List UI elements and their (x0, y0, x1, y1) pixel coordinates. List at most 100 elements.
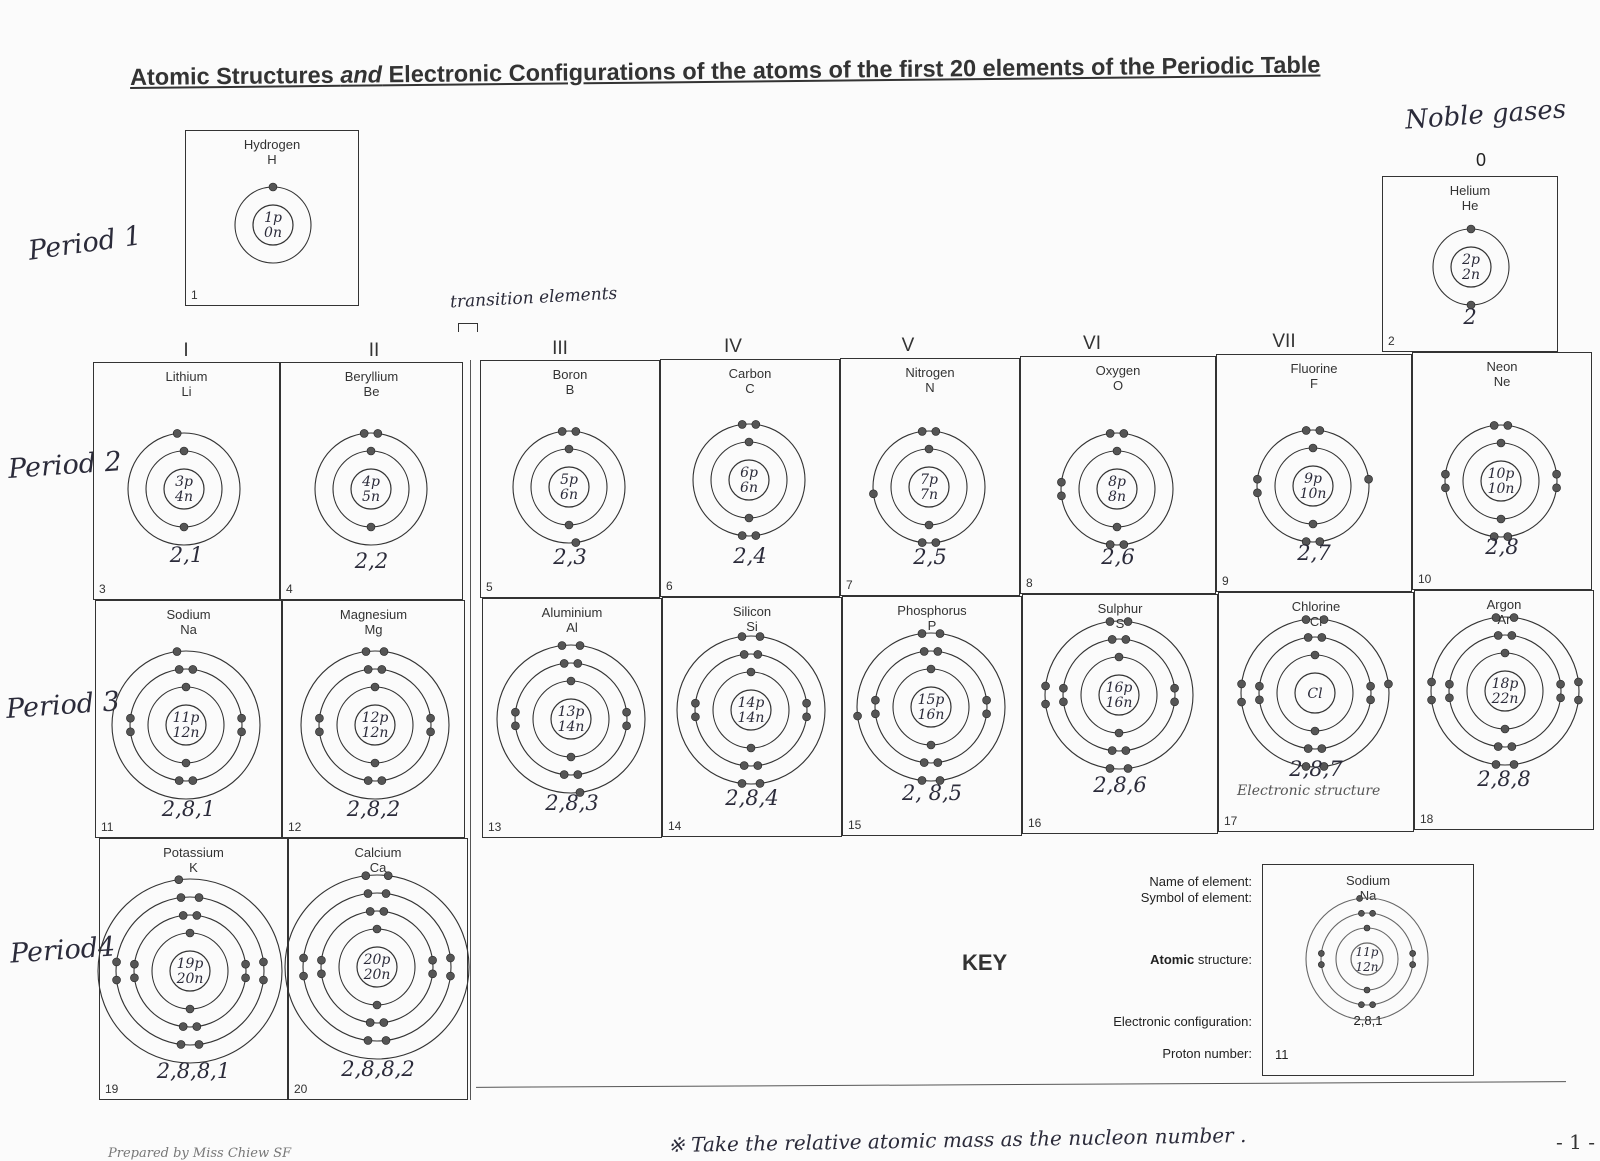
element-name: Oxygen (1095, 363, 1141, 378)
electron (1356, 895, 1363, 902)
electron (1556, 693, 1565, 703)
footnote: ※ Take the relative atomic mass as the n… (667, 1122, 1247, 1158)
element-name: Hydrogen (243, 137, 301, 152)
nucleus-label: 10p (1488, 466, 1515, 482)
electron (379, 907, 389, 916)
electron (1059, 683, 1068, 693)
electron (178, 911, 188, 920)
element-symbol: K (189, 860, 198, 875)
electron (1057, 491, 1066, 501)
element-symbol: Ca (369, 860, 387, 875)
electronic-configuration: 2,7 (1297, 541, 1331, 565)
electronic-configuration: 2,8,1 (161, 797, 216, 821)
electron (1317, 744, 1327, 753)
electron-shell (1335, 927, 1399, 991)
nucleus-label: 12n (362, 725, 389, 741)
proton-number: 13 (488, 820, 502, 834)
nucleus (910, 686, 952, 728)
element-name: Sodium (166, 607, 211, 622)
electron (1574, 695, 1583, 705)
proton-number: 20 (294, 1082, 308, 1096)
electron-shell (1256, 429, 1370, 543)
nucleus-label: 7n (920, 487, 938, 503)
electron (935, 776, 945, 785)
electron (1491, 613, 1501, 622)
electron (446, 953, 455, 963)
electron (737, 531, 747, 540)
electron-shell (1240, 618, 1390, 768)
electron (1319, 762, 1329, 771)
key-labels: Name of element: Symbol of element: Atom… (1030, 870, 1252, 1070)
element-name: Sulphur (1097, 601, 1143, 616)
electron (933, 647, 943, 656)
electron (917, 538, 927, 547)
electron (1427, 695, 1436, 705)
nucleus-label: 6n (740, 480, 758, 496)
electron (1409, 961, 1416, 968)
electron (571, 538, 581, 547)
electron (573, 659, 583, 668)
atom-diagram: Cl (1237, 615, 1393, 771)
period-1-label: Period 1 (26, 220, 144, 267)
electron (176, 1040, 186, 1049)
electron-shell (127, 432, 241, 546)
electron (1105, 617, 1115, 626)
electron (1363, 924, 1371, 932)
nucleus-label: 19p (177, 956, 204, 972)
electron-shell (302, 892, 452, 1042)
electron-shell (1060, 432, 1174, 546)
electron (691, 712, 700, 722)
electron (1315, 537, 1325, 546)
group-label-7: VII (1272, 331, 1296, 352)
electron (559, 659, 569, 668)
nucleus (1098, 674, 1140, 716)
electron (194, 893, 204, 902)
electronic-configuration: 2,6 (1101, 545, 1135, 569)
electron (370, 758, 380, 768)
element-symbol: Na (180, 622, 197, 637)
nucleus-label: 7p (920, 472, 938, 488)
electron (1301, 615, 1311, 624)
proton-number: 1 (191, 288, 198, 302)
electron (622, 721, 631, 731)
nucleus-label: 2n (1461, 267, 1480, 283)
electron (919, 758, 929, 767)
electron (917, 629, 927, 638)
electron (179, 522, 189, 532)
electron (935, 629, 945, 638)
electron (174, 776, 184, 785)
electron-shell (856, 632, 1006, 782)
nucleus-label: 14n (738, 710, 765, 726)
nucleus (1294, 672, 1336, 714)
electron (564, 444, 574, 454)
nucleus-label: 16n (1106, 695, 1133, 711)
electronic-configuration: 2,8,3 (545, 791, 599, 815)
electron (1369, 1001, 1376, 1008)
element-name: Fluorine (1290, 361, 1338, 376)
electron (1107, 635, 1117, 644)
electron (366, 446, 376, 456)
electron (739, 761, 749, 770)
electron-shell (692, 423, 806, 537)
electron (1303, 633, 1313, 642)
nucleus (730, 689, 772, 731)
electron-shell (694, 653, 808, 767)
electron (1364, 474, 1373, 484)
electronic-configuration: 2,8,8,2 (341, 1057, 415, 1081)
electron (185, 928, 195, 938)
nucleus-label: 12p (362, 710, 389, 726)
electronic-structure-note: Electronic structure (1237, 783, 1381, 799)
electron (315, 713, 324, 723)
electron (982, 709, 991, 719)
key-label-structure: Atomic structure: (1150, 952, 1252, 967)
